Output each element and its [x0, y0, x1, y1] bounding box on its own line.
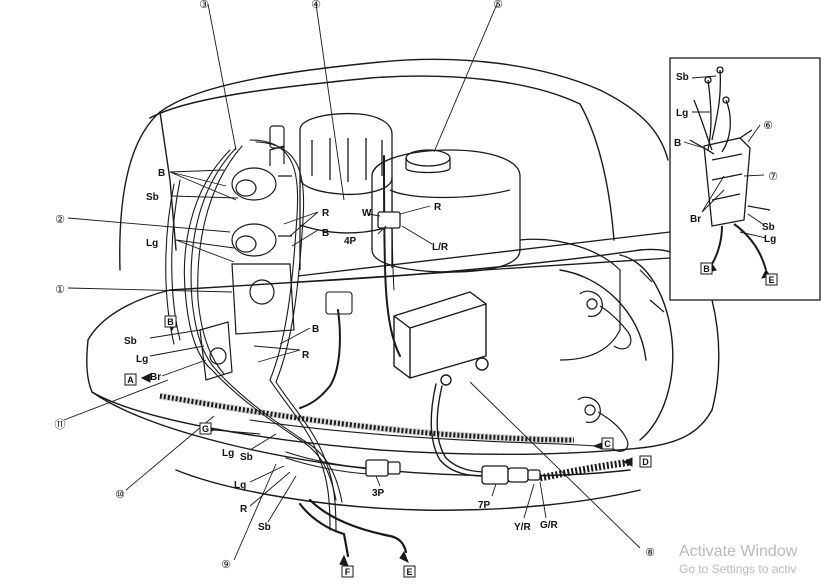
label-lg-mid: Lg [146, 238, 158, 249]
svg-text:A: A [127, 375, 134, 385]
label-4p: 4P [344, 236, 357, 247]
label-sb-left: Sb [124, 336, 137, 347]
box-b-main [164, 315, 177, 328]
svg-text:B: B [167, 317, 174, 327]
box-labels [124, 262, 778, 578]
label-b-right: B [322, 228, 329, 239]
inset-label-lg: Lg [676, 108, 688, 119]
box-d [639, 455, 652, 468]
inset-label-sb2: Sb [762, 222, 775, 233]
label-lg-bottom2: Lg [234, 480, 246, 491]
hatched-channels [159, 392, 633, 482]
inset-label-b: B [674, 138, 681, 149]
label-3p: 3P [372, 488, 385, 499]
label-r-bottom: R [240, 504, 248, 515]
box-c [601, 437, 614, 450]
label-yr: Y/R [514, 522, 531, 533]
wire-harness [165, 139, 599, 558]
box-letters: A B C D E F G B E [127, 264, 774, 577]
label-b-lower: B [312, 324, 319, 335]
inset-label-lg2: Lg [764, 234, 776, 245]
callout-3: ③ [199, 0, 209, 11]
label-lr: L/R [432, 242, 449, 253]
svg-text:F: F [345, 567, 351, 577]
watermark-subtitle: Go to Settings to activ [679, 562, 797, 576]
arrows [140, 263, 771, 567]
label-sb-bottom2: Sb [258, 522, 271, 533]
label-sb-top: Sb [146, 192, 159, 203]
callout-numbers: ① ② ③ ④ ⑤ ⑥ ⑦ ⑧ ⑨ ⑩ ⑪ [55, 0, 779, 571]
connectors [365, 211, 541, 485]
wire-labels: B Sb Lg R B Sb Lg Br B R Lg Sb Lg R Sb W… [124, 72, 776, 533]
svg-text:E: E [406, 567, 412, 577]
label-gr: G/R [540, 520, 559, 531]
callout-11: ⑪ [55, 418, 66, 431]
connector-labels: 4P 3P 7P [344, 236, 491, 511]
callout-9: ⑨ [221, 559, 231, 571]
svg-text:G: G [202, 424, 209, 434]
callout-6: ⑥ [763, 120, 773, 132]
callout-1: ① [55, 284, 65, 296]
label-7p: 7P [478, 500, 491, 511]
box-f [341, 565, 354, 578]
leader-lines [63, 3, 767, 561]
svg-text:C: C [604, 439, 611, 449]
callout-8: ⑧ [645, 547, 655, 559]
windows-activation-watermark: Activate Window Go to Settings to activ [679, 543, 797, 577]
svg-text:D: D [642, 457, 649, 467]
label-lg-bottom1: Lg [222, 448, 234, 459]
box-e-inset [765, 273, 778, 286]
label-sb-bottom1: Sb [240, 452, 253, 463]
svg-text:E: E [768, 275, 774, 285]
oil-tank [371, 149, 521, 273]
box-a [124, 373, 137, 386]
inset-label-sb: Sb [676, 72, 689, 83]
callout-4: ④ [311, 0, 321, 11]
label-b-top: B [158, 168, 165, 179]
ignition-coils [199, 125, 295, 381]
label-br-left: Br [150, 372, 161, 383]
callout-10: ⑩ [115, 489, 125, 501]
inset-label-br: Br [690, 214, 701, 225]
cdi-unit [393, 291, 489, 386]
svg-text:B: B [703, 264, 710, 274]
watermark-title: Activate Window [679, 543, 798, 560]
box-e-main [403, 565, 416, 578]
label-r-lower: R [302, 350, 310, 361]
label-w: W [362, 208, 372, 219]
engine-outline [86, 58, 720, 511]
label-lg-left: Lg [136, 354, 148, 365]
box-g [199, 422, 212, 435]
box-b-inset [700, 262, 713, 275]
callout-5: ⑤ [493, 0, 503, 11]
label-r-right: R [322, 208, 330, 219]
callout-7: ⑦ [768, 171, 778, 183]
right-engine-parts [519, 238, 665, 452]
label-r-tank: R [434, 202, 442, 213]
detail-inset [297, 57, 821, 301]
callout-2: ② [55, 214, 65, 226]
